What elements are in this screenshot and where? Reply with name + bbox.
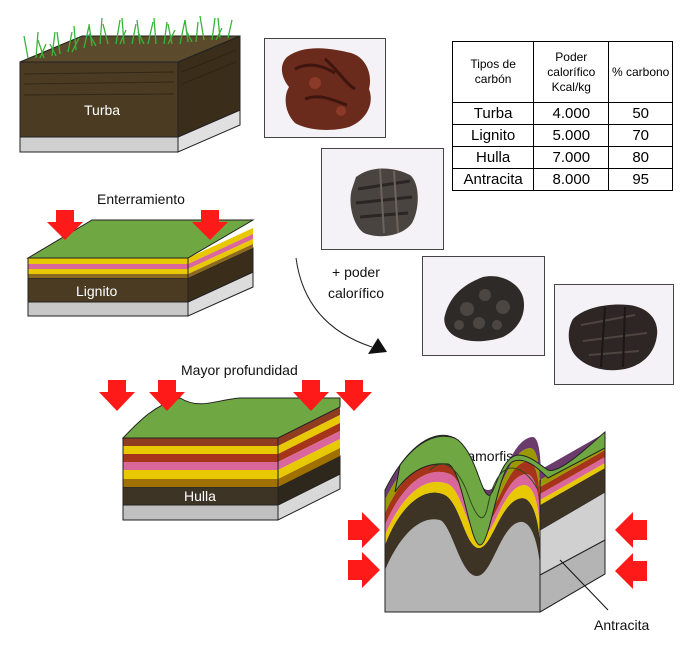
enterramiento-arrows — [47, 210, 228, 240]
antracita-sample-icon — [568, 304, 658, 371]
table-row: Lignito 5.000 70 — [451, 124, 673, 147]
lignito-photo — [321, 148, 444, 250]
hulla-sample-icon — [444, 276, 525, 342]
table-header-row: Tipos de carbón Poder calorífico Kcal/kg… — [451, 41, 673, 103]
table-cell: 95 — [608, 168, 673, 191]
table-cell: Antracita — [451, 168, 535, 191]
turba-sample-icon — [281, 48, 371, 130]
down-arrow-icon — [336, 380, 372, 411]
poder-label-line2: calorífico — [328, 285, 384, 301]
header-poder: Poder calorífico Kcal/kg — [533, 41, 610, 103]
enterramiento-label: Enterramiento — [97, 191, 185, 207]
header-tipos: Tipos de carbón — [451, 41, 535, 103]
turba-photo — [264, 38, 386, 138]
right-arrow-icon — [348, 512, 380, 548]
coal-types-table: Tipos de carbón Poder calorífico Kcal/kg… — [451, 41, 673, 191]
left-arrow-icon — [615, 512, 647, 548]
table-row: Hulla 7.000 80 — [451, 146, 673, 169]
table-row: Turba 4.000 50 — [451, 102, 673, 125]
down-arrow-icon — [47, 210, 83, 240]
arrowhead-icon — [368, 338, 387, 354]
process-curve-arrow — [295, 257, 373, 348]
hulla-label: Hulla — [184, 488, 216, 504]
antracita-photo — [554, 284, 674, 385]
table-cell: 70 — [608, 124, 673, 147]
hulla-block: Hulla — [121, 397, 341, 521]
down-arrow-icon — [149, 380, 185, 411]
left-arrow-icon — [615, 553, 647, 589]
down-arrow-icon — [293, 380, 329, 411]
table-cell: Hulla — [451, 146, 535, 169]
table-cell: 4.000 — [533, 102, 610, 125]
table-cell: 80 — [608, 146, 673, 169]
table-cell: Lignito — [451, 124, 535, 147]
table-cell: 7.000 — [533, 146, 610, 169]
metamorfismo-arrows — [348, 512, 647, 589]
down-arrow-icon — [192, 210, 228, 240]
poder-label-line1: + poder — [332, 264, 380, 280]
lignito-label: Lignito — [76, 283, 117, 299]
mayor-profundidad-label: Mayor profundidad — [181, 362, 298, 378]
table-cell: Turba — [451, 102, 535, 125]
turba-block: Turba — [19, 15, 241, 153]
table-cell: 5.000 — [533, 124, 610, 147]
right-arrow-icon — [348, 552, 380, 588]
table-cell: 50 — [608, 102, 673, 125]
grass-icon — [23, 15, 233, 59]
lignito-sample-icon — [350, 168, 418, 237]
down-arrow-icon — [99, 380, 135, 411]
header-carbono: % carbono — [608, 41, 673, 103]
antracita-pointer-line — [559, 559, 609, 611]
turba-label: Turba — [84, 102, 120, 118]
table-row: Antracita 8.000 95 — [451, 168, 673, 191]
lignito-block: Lignito — [26, 219, 255, 317]
antracita-label: Antracita — [594, 617, 649, 633]
table-cell: 8.000 — [533, 168, 610, 191]
hulla-photo — [422, 256, 545, 356]
antracita-block — [384, 430, 606, 613]
profundidad-arrows — [99, 380, 372, 411]
